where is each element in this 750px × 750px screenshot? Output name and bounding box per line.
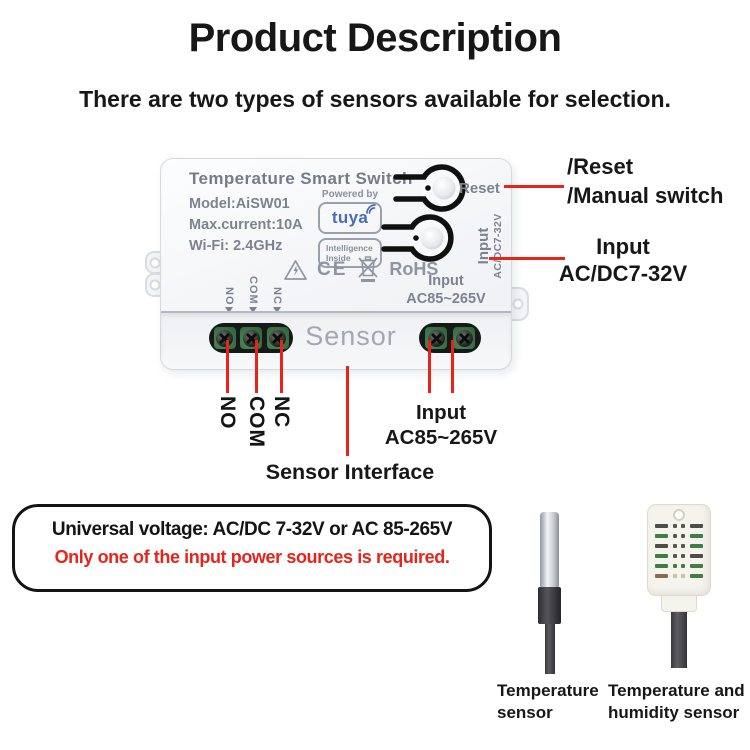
terminal-marking-no: NO — [220, 275, 238, 313]
page-title: Product Description — [188, 16, 562, 60]
humidity-sensor-label: Temperature and humidity sensor — [608, 681, 745, 722]
ce-mark: CE — [317, 258, 348, 280]
probe-cable — [545, 624, 555, 674]
warning-triangle-icon — [284, 259, 307, 280]
humidity-sensor-housing — [647, 504, 711, 596]
down-arrow-icon — [249, 307, 257, 313]
hanging-hole — [673, 509, 685, 521]
voltage-warning-line: Only one of the input power sources is r… — [54, 547, 450, 567]
spec-current: Max.current:10A — [189, 217, 303, 233]
probe-metal-tube — [540, 512, 559, 587]
down-arrow-icon — [273, 307, 281, 313]
callout-reset: /Reset /Manual switch — [567, 154, 724, 208]
leader-line-dc-input — [489, 257, 565, 260]
terminal-cell — [240, 327, 262, 349]
manual-switch-button-icon — [381, 214, 454, 262]
temperature-sensor-image — [538, 512, 562, 674]
terminal-screw — [455, 329, 473, 347]
mains-input-marking: Input AC85~265V — [406, 273, 486, 307]
weee-bin-icon — [358, 256, 379, 282]
terminal-strip: Sensor — [161, 311, 511, 369]
humidity-sensor-cable — [671, 612, 687, 668]
leader-line-sensor — [346, 366, 349, 456]
voltage-info-box: Universal voltage: AC/DC 7-32V or AC 85-… — [12, 504, 492, 592]
mounting-hole — [149, 257, 161, 268]
callout-mains-input: Input AC85~265V — [384, 401, 498, 449]
callout-terminal-nc: NC — [270, 396, 293, 429]
mounting-hole — [149, 279, 161, 291]
vent-row — [655, 554, 703, 558]
relay-terminal-block — [209, 323, 293, 353]
leader-line-nc — [280, 340, 283, 393]
callout-sensor-interface: Sensor Interface — [265, 460, 435, 484]
callout-terminal-com: COM — [245, 396, 268, 448]
mounting-tab-right — [509, 287, 529, 321]
tuya-wordmark: tuya — [331, 208, 369, 227]
certification-marks: CE RoHS — [283, 256, 438, 283]
rohs-mark: RoHS — [389, 259, 439, 279]
callout-dc-input: Input AC/DC7-32V — [558, 234, 688, 286]
vent-row — [655, 564, 703, 568]
vent-row — [655, 524, 703, 528]
terminal-marking-com: COM — [244, 275, 262, 313]
humidity-sensor-neck — [661, 596, 697, 612]
terminal-screw — [216, 329, 233, 347]
tuya-logo-block: Powered by tuya Intelligence Inside — [318, 189, 382, 268]
tuya-signal-icon — [366, 204, 376, 214]
mounting-tab-left-2 — [145, 273, 163, 297]
spec-model: Model:AiSW01 — [189, 196, 290, 212]
intelligence-inside-badge: Intelligence Inside — [318, 238, 382, 268]
page-subtitle: There are two types of sensors available… — [79, 86, 671, 112]
vent-grid — [655, 524, 703, 584]
reset-label: Reset — [459, 180, 500, 197]
terminal-marking-nc: NC — [268, 275, 286, 313]
terminal-screw — [427, 329, 445, 347]
vent-row — [655, 574, 703, 578]
sensor-strip-label: Sensor — [305, 321, 397, 351]
reset-button-icon — [393, 164, 466, 212]
mounting-hole — [512, 298, 524, 310]
terminal-cell — [213, 327, 236, 349]
humidity-sensor-image — [647, 504, 711, 668]
leader-line-mains-2 — [451, 340, 454, 393]
probe-sleeve — [538, 587, 561, 624]
device-specs: Model:AiSW01 Max.current:10A Wi-Fi: 2.4G… — [189, 194, 303, 257]
vent-row — [655, 544, 703, 548]
leader-line-mains-1 — [428, 340, 431, 393]
terminal-cell — [453, 327, 475, 349]
leader-line-no — [226, 340, 229, 393]
terminal-screw — [269, 329, 286, 347]
tuya-logo: tuya — [318, 202, 382, 234]
down-arrow-icon — [225, 307, 233, 313]
terminal-markings: NO COM NC — [220, 275, 286, 313]
device-name: Temperature Smart Switch — [189, 169, 413, 188]
voltage-info-line: Universal voltage: AC/DC 7-32V or AC 85-… — [51, 519, 453, 540]
powered-by-label: Powered by — [321, 189, 379, 200]
spec-wifi: Wi-Fi: 2.4GHz — [189, 238, 283, 254]
leader-line-com — [255, 340, 258, 393]
terminal-cell — [266, 327, 289, 349]
temperature-sensor-label: Temperature sensor — [497, 681, 599, 722]
vent-row — [655, 534, 703, 538]
smart-switch-device: Temperature Smart Switch Model:AiSW01 Ma… — [160, 158, 512, 370]
leader-line-reset — [504, 185, 564, 188]
callout-terminal-no: NO — [216, 396, 239, 430]
